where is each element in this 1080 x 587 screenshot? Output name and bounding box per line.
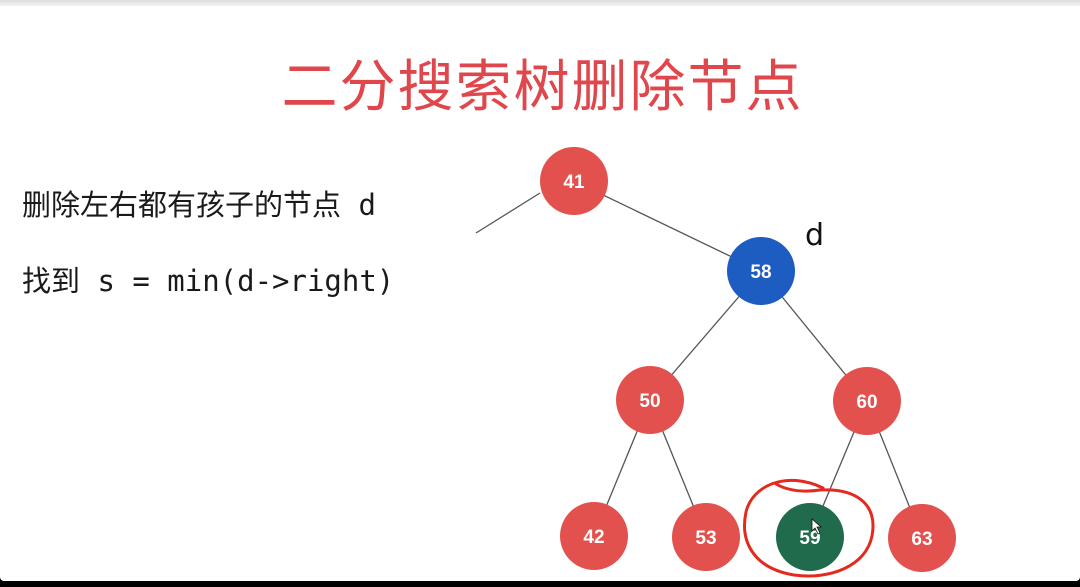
node-circle <box>727 237 795 305</box>
node-value: 41 <box>563 172 585 193</box>
edge-n41-n58 <box>573 180 762 272</box>
node-circle <box>540 147 608 215</box>
node-value: 58 <box>750 262 771 283</box>
node-value: 42 <box>583 527 604 548</box>
tree-node-58: 58 <box>727 237 795 305</box>
annotation-layer <box>743 478 875 578</box>
slide-title: 二分搜索树删除节点 <box>281 55 804 120</box>
mouse-cursor-icon <box>811 518 823 535</box>
successor-highlight-circle <box>743 478 875 578</box>
text-line-delete-node: 删除左右都有孩子的节点 d <box>22 188 376 222</box>
node-circle <box>833 367 901 435</box>
node-value: 60 <box>856 392 877 413</box>
node-value: 59 <box>799 528 820 549</box>
edges-layer <box>475 180 923 539</box>
node-circle <box>560 502 628 570</box>
tree-node-53: 53 <box>672 503 740 571</box>
window-top-bar <box>0 0 1080 6</box>
tree-node-42: 42 <box>560 502 628 570</box>
node-value: 53 <box>695 528 716 549</box>
left-subtree-edge-stub <box>475 192 541 234</box>
node-circle <box>776 503 844 571</box>
text-line-find-successor: 找到 s = min(d->right) <box>22 264 395 298</box>
tree-node-63: 63 <box>888 504 956 572</box>
node-circle <box>616 366 684 434</box>
node-value: 50 <box>639 391 660 412</box>
tree-node-60: 60 <box>833 367 901 435</box>
d-label: d <box>805 218 824 253</box>
tree-node-50: 50 <box>616 366 684 434</box>
nodes-layer: 41 58 50 60 42 53 59 63 <box>540 147 956 572</box>
node-value: 63 <box>911 529 932 550</box>
tree-node-41: 41 <box>540 147 608 215</box>
node-circle <box>672 503 740 571</box>
node-circle <box>888 504 956 572</box>
tree-node-59: 59 <box>776 503 844 571</box>
